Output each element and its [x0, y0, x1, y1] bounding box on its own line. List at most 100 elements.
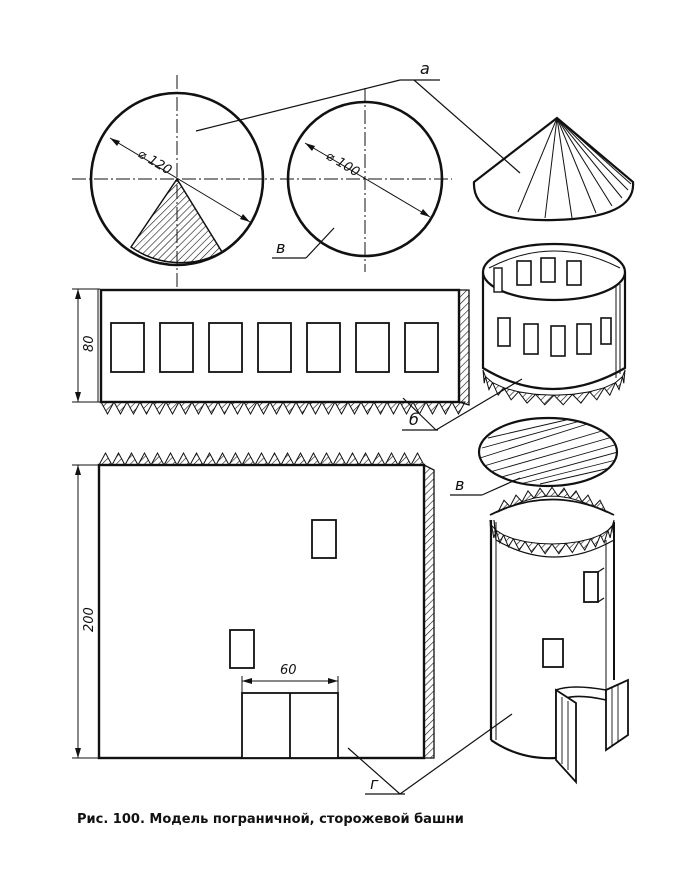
wall-tooth	[384, 451, 399, 466]
wall-teeth	[98, 451, 425, 466]
small-circle-diameter-line	[304, 142, 431, 218]
cylinder-tooth	[599, 529, 609, 545]
ring-front-window	[497, 317, 511, 347]
large-circle-diameter-line	[109, 137, 251, 223]
wall-tooth	[267, 451, 282, 466]
cylinder-tooth	[607, 523, 614, 539]
strip-tooth	[360, 401, 375, 416]
ring-tooth	[614, 375, 624, 391]
strip-tooth	[334, 401, 349, 416]
wall-tooth	[189, 451, 204, 466]
cylinder-tooth	[490, 523, 497, 539]
dimension-arrow-icon	[420, 209, 430, 217]
ring-tooth	[482, 369, 486, 384]
strip-window	[257, 322, 292, 373]
strip-window	[306, 322, 341, 373]
dimension-arrow-icon	[305, 143, 315, 151]
wall-tooth	[202, 451, 217, 466]
strip-tooth	[425, 401, 440, 416]
strip-tooth	[243, 401, 258, 416]
strip-window	[404, 322, 439, 373]
strip-tooth	[217, 401, 232, 416]
ring-tooth	[622, 369, 626, 384]
wall-tooth	[371, 451, 386, 466]
label-v-small-circle: в	[276, 238, 285, 257]
cylinder-side-window	[583, 571, 599, 603]
strip-tooth	[438, 401, 453, 416]
wall-tooth	[241, 451, 256, 466]
strip-tooth	[412, 401, 427, 416]
cylinder-bottom-edge	[490, 739, 557, 760]
wall-upper-window	[311, 519, 337, 559]
ring-tooth	[552, 393, 574, 406]
strip-tooth	[451, 401, 466, 416]
strip-tooth	[230, 401, 245, 416]
ring-tooth	[534, 393, 556, 406]
ring-front-window	[523, 323, 539, 355]
strip-tooth	[191, 401, 206, 416]
figure-caption: Рис. 100. Модель пограничной, сторожевой…	[77, 812, 464, 827]
dimension-arrow-icon	[75, 289, 81, 299]
cylinder-teeth	[489, 486, 615, 555]
ring-tooth	[484, 375, 494, 391]
small-circle	[286, 100, 444, 258]
ring-back-window	[516, 260, 532, 286]
cylinder-tooth	[537, 542, 553, 555]
label-a-leaders: а	[195, 59, 521, 174]
strip-tooth	[165, 401, 180, 416]
large-circle-diameter-label: ⌀ 120	[135, 147, 174, 179]
ring-front-window	[576, 323, 592, 355]
wall-tooth	[345, 451, 360, 466]
strip-tooth	[347, 401, 362, 416]
dimension-arrow-icon	[328, 678, 338, 684]
ring-tooth	[571, 391, 591, 404]
strip-tooth	[386, 401, 401, 416]
cylinder-tooth	[557, 487, 571, 499]
cylinder-tooth	[533, 487, 547, 499]
wall-tooth	[410, 451, 425, 466]
small-circle-template: ⌀ 100	[280, 88, 452, 272]
strip-window	[355, 322, 390, 373]
ring-front-window	[550, 325, 566, 357]
wall-tooth	[124, 451, 139, 466]
cylinder-tooth	[578, 538, 592, 552]
wall-tooth	[150, 451, 165, 466]
cone-roof	[472, 116, 635, 222]
dimension-arrow-icon	[240, 214, 250, 222]
cylinder-tooth	[512, 538, 526, 552]
dimension-arrow-icon	[75, 392, 81, 402]
cone-outline	[472, 116, 635, 222]
ring-tooth	[603, 381, 617, 397]
strip-tooth	[178, 401, 193, 416]
wall-glue-flap	[423, 463, 435, 759]
strip-tooth	[282, 401, 297, 416]
large-circle	[89, 91, 265, 267]
wall-tooth	[111, 451, 126, 466]
wall-height-label: 200	[82, 607, 97, 632]
cutout-sector	[129, 177, 224, 264]
cylinder-tooth	[589, 534, 602, 548]
strip-height-label: 80	[82, 335, 97, 352]
window-strip: 80	[72, 288, 470, 416]
cylinder-tooth	[495, 529, 505, 545]
wall-tooth	[306, 451, 321, 466]
strip-tooth	[308, 401, 323, 416]
label-v-disk: в	[455, 475, 464, 494]
main-wall: 200 60	[72, 451, 435, 760]
strip-tooth	[256, 401, 271, 416]
strip-teeth	[100, 401, 466, 416]
ring-front-window	[600, 317, 612, 345]
strip-tooth	[113, 401, 128, 416]
wall-lower-window	[229, 629, 255, 669]
strip-tooth	[139, 401, 154, 416]
wall-tooth	[254, 451, 269, 466]
cylinder-tooth	[520, 490, 535, 503]
strip-tooth	[269, 401, 284, 416]
cylinder-tooth	[545, 486, 559, 497]
wall-tooth	[358, 451, 373, 466]
wall-tooth	[176, 451, 191, 466]
label-a: а	[420, 59, 430, 78]
strip-glue-flap	[458, 289, 470, 406]
strip-tooth	[126, 401, 141, 416]
